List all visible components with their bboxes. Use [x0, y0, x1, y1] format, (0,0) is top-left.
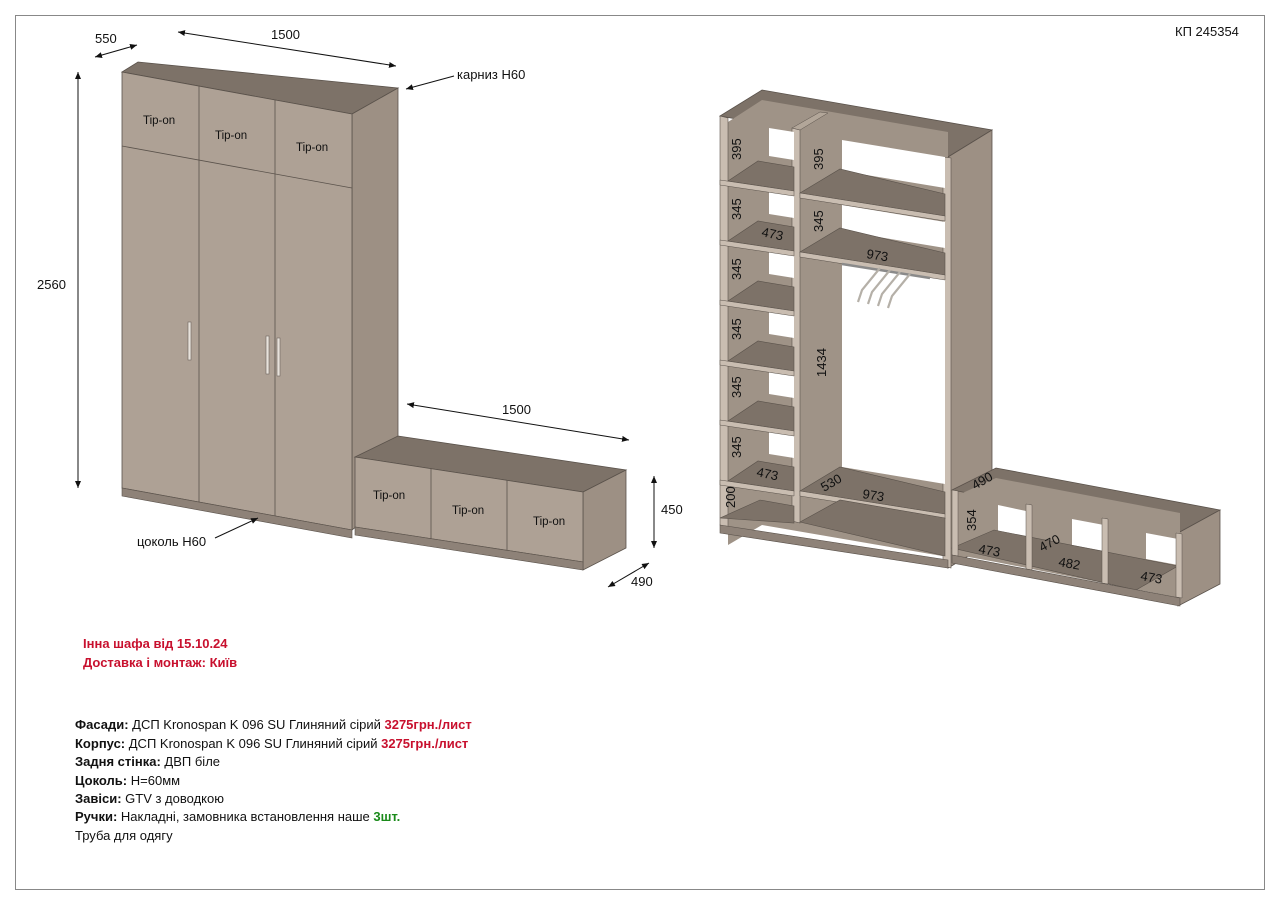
- wardrobe-open: [718, 89, 994, 569]
- spec-body: Корпус: ДСП Kronospan K 096 SU Глиняний …: [75, 736, 469, 751]
- bench-plinth: [354, 526, 584, 571]
- plinth-label: цоколь H60: [137, 534, 206, 549]
- left-shelf-edge: [719, 359, 795, 377]
- spec-handles: Ручки: Накладні, замовника встановлення …: [75, 809, 401, 824]
- spec-facades: Фасади: ДСП Kronospan K 096 SU Глиняний …: [75, 717, 472, 732]
- right-shelves: [799, 168, 946, 557]
- right-shelf-edge: [799, 192, 946, 222]
- interior-dim-345: 345: [729, 198, 744, 220]
- cornice-label: карниз H60: [457, 67, 525, 82]
- tip-on-label: Tip-on: [452, 505, 484, 517]
- bench-dim-482: 482: [1057, 554, 1081, 573]
- interior-dim-973-bottom: 973: [862, 486, 886, 504]
- interior-left-side: [719, 115, 729, 528]
- bench-height-dim: 450: [661, 502, 683, 517]
- bench-dim-473-left: 473: [977, 541, 1001, 560]
- wardrobe-height-dim: 2560: [37, 277, 66, 292]
- bench-dim-473-right: 473: [1139, 568, 1163, 587]
- left-bottom: [719, 499, 795, 524]
- tip-on-label: Tip-on: [296, 142, 328, 154]
- interior-dim-345: 345: [729, 318, 744, 340]
- interior-dim-1434: 1434: [814, 348, 829, 377]
- order-note-delivery: Доставка і монтаж: Київ: [83, 655, 238, 670]
- wardrobe-width-dim: 1500: [271, 27, 300, 42]
- wardrobe-closed: Tip-on Tip-on Tip-on: [120, 61, 400, 539]
- wardrobe-depth-dim: 550: [95, 31, 117, 46]
- spec-rail: Труба для одягу: [75, 828, 173, 843]
- interior-dim-345: 345: [729, 436, 744, 458]
- spec-back-wall: Задня стінка: ДВП біле: [75, 754, 221, 769]
- interior-dim-345: 345: [729, 258, 744, 280]
- door-handle: [187, 321, 192, 361]
- interior-dim-345: 345: [729, 376, 744, 398]
- clothes-rail: [841, 262, 931, 280]
- spec-hinges: Завіси: GTV з доводкою: [75, 791, 224, 806]
- order-note-date: Інна шафа від 15.10.24: [83, 636, 228, 651]
- document-code: КП 245354: [1175, 24, 1239, 39]
- interior-dim-473: 473: [760, 224, 784, 243]
- door-handle: [276, 337, 281, 377]
- wardrobe-dimensions: 550 1500 2560 карниз H60 цоколь H60: [37, 27, 525, 549]
- right-shelf-edge: [799, 251, 946, 281]
- bench-open: [950, 467, 1222, 607]
- interior-dim-973-top: 973: [866, 246, 890, 264]
- left-shelf-edge: [719, 419, 795, 437]
- tip-on-label: Tip-on: [373, 490, 405, 502]
- tip-on-label: Tip-on: [215, 130, 247, 142]
- interior-dim-395-right: 395: [811, 148, 826, 170]
- left-shelf-edge: [719, 179, 795, 197]
- interior-dimensions: 395 345 345 345 345 345 200 473 473 395 …: [723, 138, 889, 508]
- left-shelf-edge: [719, 299, 795, 317]
- right-bottom: [799, 499, 946, 557]
- bench-width-dim: 1500: [502, 402, 531, 417]
- hanger-icon: [856, 267, 911, 309]
- left-shelves: [719, 160, 795, 524]
- interior-dim-395-left: 395: [729, 138, 744, 160]
- bench-dimensions: 1500 450 490: [406, 402, 683, 589]
- tip-on-label: Tip-on: [143, 115, 175, 127]
- interior-dim-200: 200: [723, 486, 738, 508]
- spec-plinth: Цоколь: H=60мм: [75, 773, 181, 788]
- tip-on-label: Tip-on: [533, 516, 565, 528]
- bench-closed: Tip-on Tip-on Tip-on: [353, 435, 628, 571]
- left-shelf-edge: [719, 479, 795, 497]
- drawing-sheet: [15, 15, 1265, 890]
- door-handle: [265, 335, 270, 375]
- bench-dim-354: 354: [964, 509, 979, 531]
- interior-dim-345-right: 345: [811, 210, 826, 232]
- bench-depth-dim: 490: [631, 574, 653, 589]
- left-shelf-edge: [719, 239, 795, 257]
- interior-dim-473: 473: [755, 464, 779, 483]
